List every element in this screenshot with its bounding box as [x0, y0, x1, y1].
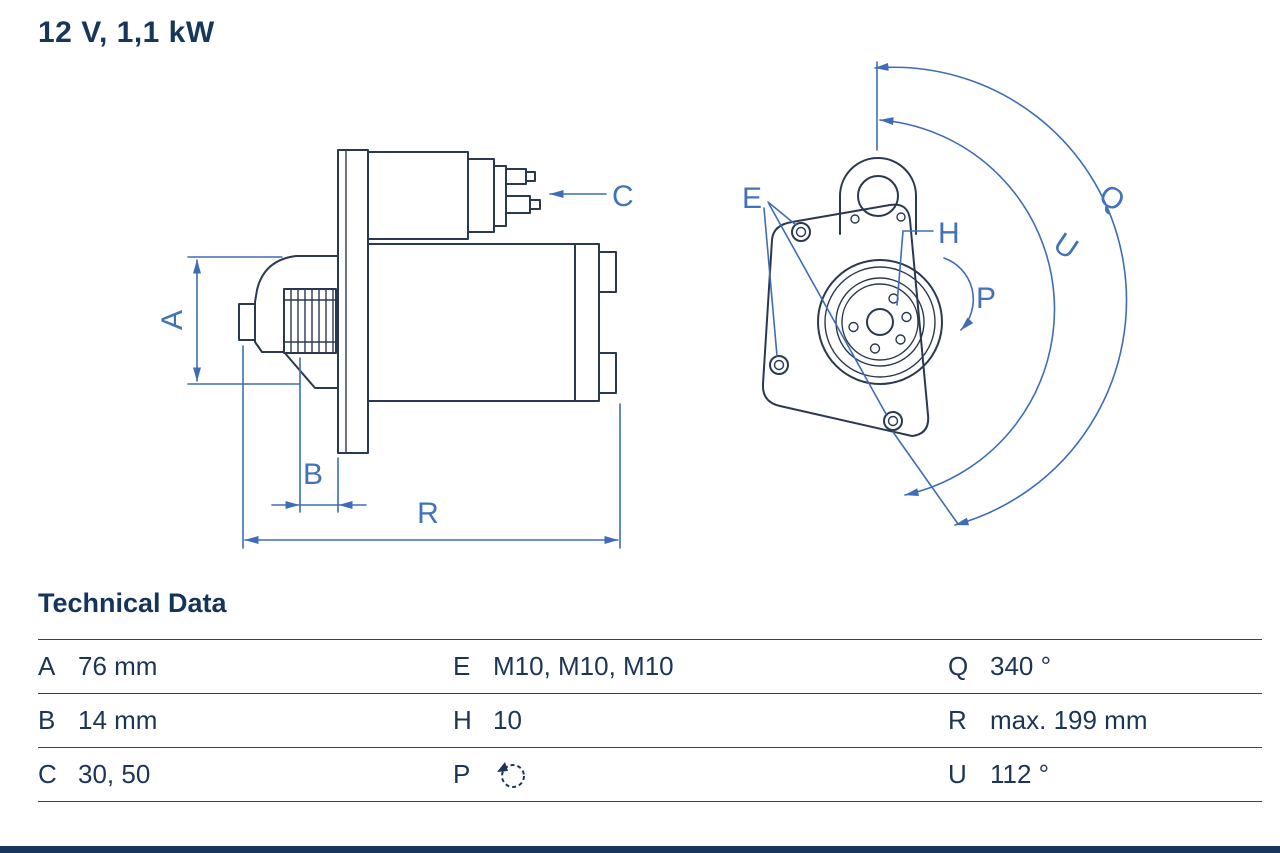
spec-key-a: A — [38, 651, 56, 681]
terminal-stud-1-tip — [525, 171, 536, 182]
rotation-direction-icon — [497, 762, 525, 789]
technical-data-section: Technical Data A 76 mm E M10, M10, M10 Q… — [38, 588, 1262, 802]
screw-head — [895, 334, 906, 345]
spec-value-p — [493, 758, 948, 791]
spec-key-u: U — [948, 759, 967, 789]
ear-pin-hole-right — [896, 212, 906, 222]
spec-key-c: C — [38, 759, 57, 789]
label-b: B — [303, 458, 323, 491]
label-e: E — [742, 182, 762, 215]
dim-q-arc — [874, 62, 1128, 526]
label-r: R — [417, 497, 439, 530]
spec-value-e: M10, M10, M10 — [493, 651, 674, 681]
screw-head — [901, 311, 912, 323]
shaft-end — [238, 303, 256, 341]
ear-pin-hole-left — [850, 214, 860, 224]
spec-value-b: 14 mm — [78, 705, 158, 735]
terminal-stud-2-tip — [529, 199, 541, 210]
shaft-hub — [866, 308, 894, 336]
dim-e-leaders — [763, 201, 887, 415]
terminal-plate — [493, 165, 507, 227]
drive-housing — [254, 255, 339, 389]
spec-value-h: 10 — [493, 705, 522, 735]
spec-value-q: 340 ° — [990, 651, 1052, 681]
end-cap-lug-top — [598, 251, 617, 293]
table-row: A 76 mm E M10, M10, M10 Q 340 ° — [38, 639, 1262, 693]
bolt-hole-2 — [769, 355, 789, 375]
spec-value-r: max. 199 mm — [990, 705, 1148, 735]
dim-h-leader — [896, 230, 934, 306]
bolt-hole-3 — [883, 411, 903, 431]
spec-value-c: 30, 50 — [78, 759, 151, 789]
spec-value-u: 112 ° — [990, 759, 1050, 789]
power-spec-title: 12 V, 1,1 kW — [38, 16, 215, 49]
spec-value-a: 76 mm — [78, 651, 158, 681]
motor-end-cap — [574, 243, 600, 402]
technical-data-heading: Technical Data — [38, 588, 227, 618]
label-u: U — [1048, 227, 1084, 266]
dim-u-arc — [879, 117, 1056, 497]
technical-data-table: A 76 mm E M10, M10, M10 Q 340 ° B 14 mm … — [38, 639, 1262, 802]
solenoid-cap — [467, 158, 495, 233]
flange-plate — [337, 149, 369, 454]
terminal-stud-1 — [505, 168, 527, 185]
terminal-stud-2 — [505, 195, 531, 214]
table-row: C 30, 50 P U 112 ° — [38, 747, 1262, 802]
pinion-bands — [284, 299, 336, 343]
side-view-drawing — [238, 149, 617, 454]
label-c: C — [612, 180, 634, 213]
pinion-teeth — [290, 289, 334, 353]
bearing-ring — [835, 277, 925, 367]
spec-key-h: H — [453, 705, 472, 735]
motor-body — [367, 243, 576, 402]
table-row: B 14 mm H 10 R max. 199 mm — [38, 693, 1262, 747]
end-cap-lug-bottom — [598, 352, 617, 394]
solenoid-body — [367, 151, 469, 240]
label-p: P — [976, 282, 996, 315]
screw-head — [869, 343, 881, 354]
bolt-hole-3-inner — [887, 415, 899, 427]
pinion-gear — [283, 288, 337, 354]
dim-p-rotation-arrow — [943, 257, 975, 331]
bottom-edge-bar — [0, 846, 1280, 853]
label-h: H — [938, 217, 960, 250]
bolt-hole-1 — [791, 222, 811, 242]
spec-key-p: P — [453, 759, 471, 789]
screw-head — [848, 321, 859, 333]
spec-key-q: Q — [948, 651, 969, 681]
label-a: A — [156, 310, 189, 330]
top-ear-bracket — [839, 157, 917, 235]
dim-q-ext-bottom — [892, 431, 959, 525]
spec-key-b: B — [38, 705, 56, 735]
front-view-drawing — [761, 157, 943, 437]
spec-key-e: E — [453, 651, 471, 681]
dimension-lines — [187, 61, 1128, 549]
bolt-hole-1-inner — [795, 226, 807, 238]
bolt-hole-2-inner — [773, 359, 785, 371]
starter-motor-diagram: A B C R E H P Q U — [156, 61, 1131, 549]
dimension-labels: A B C R E H P Q U — [156, 178, 1131, 530]
spec-key-r: R — [948, 705, 967, 735]
label-q: Q — [1093, 178, 1131, 218]
